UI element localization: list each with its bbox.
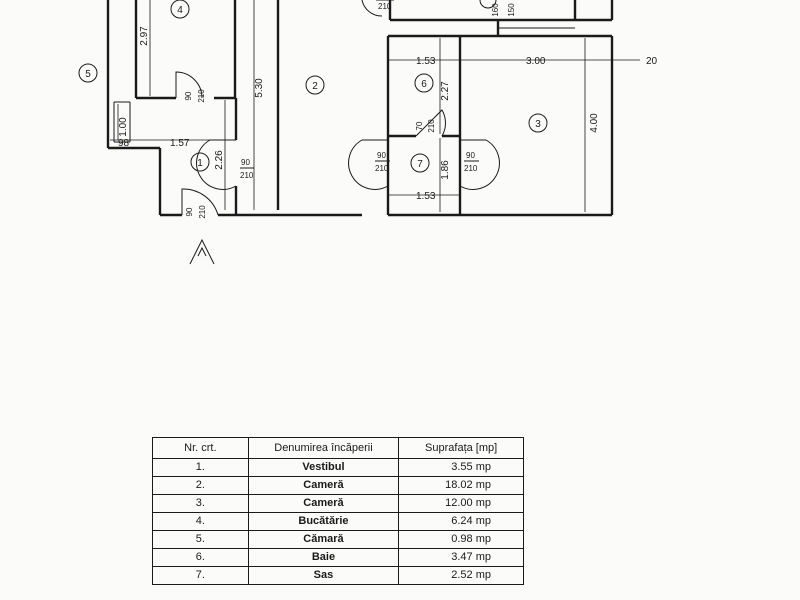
door1-height: 210	[240, 171, 254, 180]
table-row: 5. Cămară 0.98 mp	[152, 530, 524, 549]
row-nr: 5.	[152, 530, 249, 549]
table-row: 2. Cameră 18.02 mp	[152, 476, 524, 495]
door7-left-height: 210	[375, 164, 389, 173]
dim-297: 2.97	[139, 26, 150, 46]
header-area: Suprafața [mp]	[398, 437, 524, 459]
door-swings	[175, 0, 500, 216]
dim-157: 1.57	[170, 138, 190, 149]
row-area: 2.52 mp	[398, 566, 524, 585]
row-area: 6.24 mp	[398, 512, 524, 531]
row-nr: 1.	[152, 458, 249, 477]
row-room-name: Sas	[247, 566, 400, 585]
row-room-name: Bucătărie	[247, 512, 400, 531]
header-nr: Nr. crt.	[152, 437, 249, 459]
row-nr: 7.	[152, 566, 249, 585]
room-labels: 4 2 5 1 6 7 3	[78, 0, 548, 173]
dim-226: 2.26	[214, 150, 225, 170]
row-room-name: Cameră	[247, 494, 400, 513]
dim-530: 5.30	[254, 78, 265, 98]
dim-227: 2.27	[440, 81, 451, 101]
dimension-texts: 2.97 5.30 1.00 98 1.57 2.26 1.53 3.00 20…	[118, 26, 658, 202]
svg-text:2: 2	[312, 81, 318, 92]
floor-plan: 4 2 5 1 6 7 3 2.97 5.30 1	[78, 0, 658, 265]
room-number-6: 6	[414, 73, 434, 93]
table-row: 6. Baie 3.47 mp	[152, 548, 524, 567]
entrance-door-height: 210	[198, 205, 207, 219]
svg-text:7: 7	[417, 159, 423, 170]
svg-text:5: 5	[85, 69, 91, 80]
room-area-table: Nr. crt. Denumirea încăperii Suprafața […	[152, 437, 524, 585]
table-header-row: Nr. crt. Denumirea încăperii Suprafața […	[152, 437, 524, 459]
row-area: 3.47 mp	[398, 548, 524, 567]
row-area: 0.98 mp	[398, 530, 524, 549]
dim-98: 98	[118, 138, 130, 149]
row-area: 3.55 mp	[398, 458, 524, 477]
entrance-arrow-icon	[189, 238, 215, 265]
entrance-door-width: 90	[185, 207, 194, 216]
dimension-lines	[110, 0, 640, 212]
door6-height: 210	[427, 119, 436, 133]
table-row: 4. Bucătărie 6.24 mp	[152, 512, 524, 531]
svg-text:6: 6	[421, 79, 427, 90]
room-number-4: 4	[170, 0, 190, 19]
dim-20: 20	[646, 56, 658, 67]
dim-153-top: 1.53	[416, 56, 436, 67]
door5-height: 210	[197, 89, 206, 103]
table-row: 3. Cameră 12.00 mp	[152, 494, 524, 513]
dim-186: 1.86	[440, 160, 451, 180]
room-number-7: 7	[410, 153, 430, 173]
dim-153-bottom: 1.53	[416, 191, 436, 202]
room-number-1: 1	[190, 152, 210, 172]
dim-100: 1.00	[118, 117, 129, 137]
row-nr: 6.	[152, 548, 249, 567]
row-nr: 4.	[152, 512, 249, 531]
door-top-height: 210	[378, 2, 392, 11]
door-top-150: 150	[507, 3, 516, 17]
row-area: 18.02 mp	[398, 476, 524, 495]
room-number-3: 3	[528, 113, 548, 133]
row-nr: 2.	[152, 476, 249, 495]
dim-300: 3.00	[526, 56, 546, 67]
room-number-partial	[479, 0, 497, 9]
room-number-5: 5	[78, 63, 98, 83]
svg-text:4: 4	[177, 5, 183, 16]
door-labels: 210 160 150 90 210 90 210 90 210 70 210 …	[184, 0, 516, 219]
door-top-160: 160	[491, 3, 500, 17]
row-room-name: Vestibul	[247, 458, 400, 477]
svg-text:3: 3	[535, 119, 541, 130]
door7-right-width: 90	[466, 151, 475, 160]
row-room-name: Cameră	[247, 476, 400, 495]
table-row: 7. Sas 2.52 mp	[152, 566, 524, 585]
row-room-name: Baie	[247, 548, 400, 567]
svg-text:1: 1	[197, 158, 203, 169]
row-room-name: Cămară	[247, 530, 400, 549]
header-name: Denumirea încăperii	[247, 437, 400, 459]
door7-right-height: 210	[464, 164, 478, 173]
table-row: 1. Vestibul 3.55 mp	[152, 458, 524, 477]
door5-width: 90	[184, 91, 193, 100]
room-number-2: 2	[305, 75, 325, 95]
row-nr: 3.	[152, 494, 249, 513]
row-area: 12.00 mp	[398, 494, 524, 513]
door7-left-width: 90	[377, 151, 386, 160]
dim-400: 4.00	[589, 113, 600, 133]
walls	[106, 0, 614, 217]
door1-width: 90	[241, 158, 250, 167]
door6-width: 70	[415, 121, 424, 130]
